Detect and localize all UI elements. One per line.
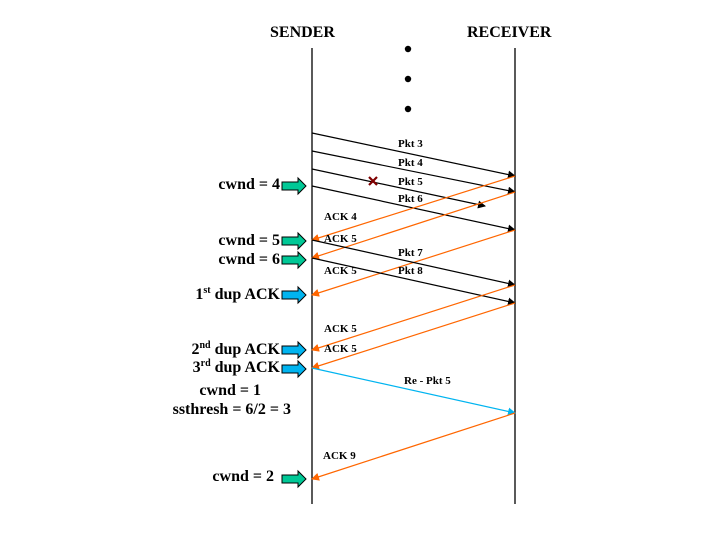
cwnd-event: cwnd = 2 [212,468,274,485]
ack-arrow [311,175,516,242]
cwnd-event: cwnd = 4 [218,176,280,193]
sender-header: SENDER [270,24,335,41]
ack-label: ACK 5 [324,343,357,355]
cwnd-event: cwnd = 1 [199,382,261,399]
dup-ack-event: 1st dup ACK [195,286,280,304]
ordinal-number: 3 [192,359,201,376]
packet-lost-icon [368,176,378,186]
ack-label: ACK 9 [323,450,356,462]
right-arrow-icon [281,469,307,489]
ordinal-number: 2 [191,341,200,358]
packet-label: Pkt 3 [398,138,423,150]
cwnd-event: cwnd = 5 [218,232,280,249]
ordinal-suffix: nd [199,340,211,351]
ack-arrow [311,412,516,481]
packet-label: Pkt 8 [398,265,423,277]
right-arrow-icon [281,285,307,305]
right-arrow-icon [281,176,307,196]
right-arrow-icon [281,340,307,360]
ack-label: ACK 5 [324,233,357,245]
cwnd-event: ssthresh = 6/2 = 3 [172,401,291,418]
dup-ack-event: 3rd dup ACK [193,359,280,377]
continuation-dot [404,75,412,83]
retransmit-label: Re - Pkt 5 [404,375,451,387]
continuation-dot [404,105,412,113]
dup-ack-event: 2nd dup ACK [192,341,281,359]
right-arrow-icon [281,359,307,379]
packet-arrow [311,168,486,209]
packet-label: Pkt 7 [398,247,423,259]
cwnd-event: cwnd = 6 [218,251,280,268]
ack-label: ACK 5 [324,323,357,335]
ordinal-number: 1 [195,286,204,303]
packet-arrow [311,239,516,288]
receiver-header: RECEIVER [467,24,552,41]
packet-label: Pkt 5 [398,176,423,188]
right-arrow-icon [281,250,307,270]
packet-arrow [311,132,516,179]
right-arrow-icon [281,231,307,251]
retransmit-arrow [311,367,516,416]
ordinal-suffix: rd [200,358,211,369]
event-text: dup ACK [210,359,280,376]
ack-label: ACK 5 [324,265,357,277]
packet-label: Pkt 4 [398,157,423,169]
packet-arrow [311,150,516,195]
ack-arrow [311,302,516,370]
ack-label: ACK 4 [324,211,357,223]
event-text: dup ACK [210,341,280,358]
packet-label: Pkt 6 [398,193,423,205]
ack-arrow [311,284,516,352]
continuation-dot [404,45,412,53]
event-text: dup ACK [210,286,280,303]
ordinal-suffix: st [203,285,211,296]
